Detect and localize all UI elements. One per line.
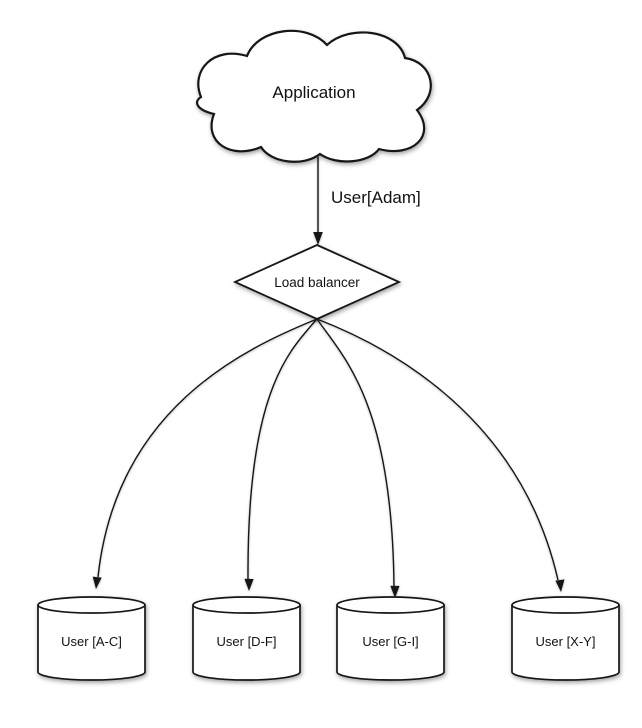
cylinder-top <box>37 596 146 614</box>
db-label-4: User [X-Y] <box>536 634 596 649</box>
cylinder-body <box>336 605 445 681</box>
edge-app-to-lb <box>313 157 323 245</box>
application-label: Application <box>272 83 355 102</box>
arrowhead-down-icon <box>92 576 102 589</box>
cloud-icon <box>196 29 432 163</box>
application-node: Application <box>196 29 432 163</box>
arrowhead-down-icon <box>313 232 323 245</box>
cylinder-top <box>511 596 620 614</box>
db-node-2: User [D-F] <box>192 596 301 681</box>
cylinder-body <box>192 605 301 681</box>
arrowhead-down-icon <box>390 585 400 598</box>
edge-curve <box>316 318 559 581</box>
edge-curve <box>316 318 395 587</box>
cylinder-top <box>192 596 301 614</box>
db-node-4: User [X-Y] <box>511 596 620 681</box>
edge-curve <box>97 318 318 578</box>
arrowhead-down-icon <box>244 578 254 591</box>
edge-lb-to-db-4 <box>316 318 565 592</box>
load-balancer-node: Load balancer <box>232 244 402 320</box>
db-node-1: User [A-C] <box>37 596 146 681</box>
cylinder-body <box>37 605 146 681</box>
edge-lb-to-db-3 <box>316 318 400 598</box>
edge-lb-to-db-1 <box>92 318 318 589</box>
edge-app-to-lb-label: User[Adam] <box>331 188 421 207</box>
cylinder-top <box>336 596 445 614</box>
arrowhead-down-icon <box>555 579 565 592</box>
db-label-1: User [A-C] <box>61 634 122 649</box>
edge-lb-to-db-2 <box>244 318 318 591</box>
db-node-3: User [G-I] <box>336 596 445 681</box>
edge-curve <box>247 318 318 580</box>
load-balancer-label: Load balancer <box>274 275 360 290</box>
cylinder-body <box>511 605 620 681</box>
db-label-3: User [G-I] <box>362 634 418 649</box>
db-label-2: User [D-F] <box>217 634 277 649</box>
